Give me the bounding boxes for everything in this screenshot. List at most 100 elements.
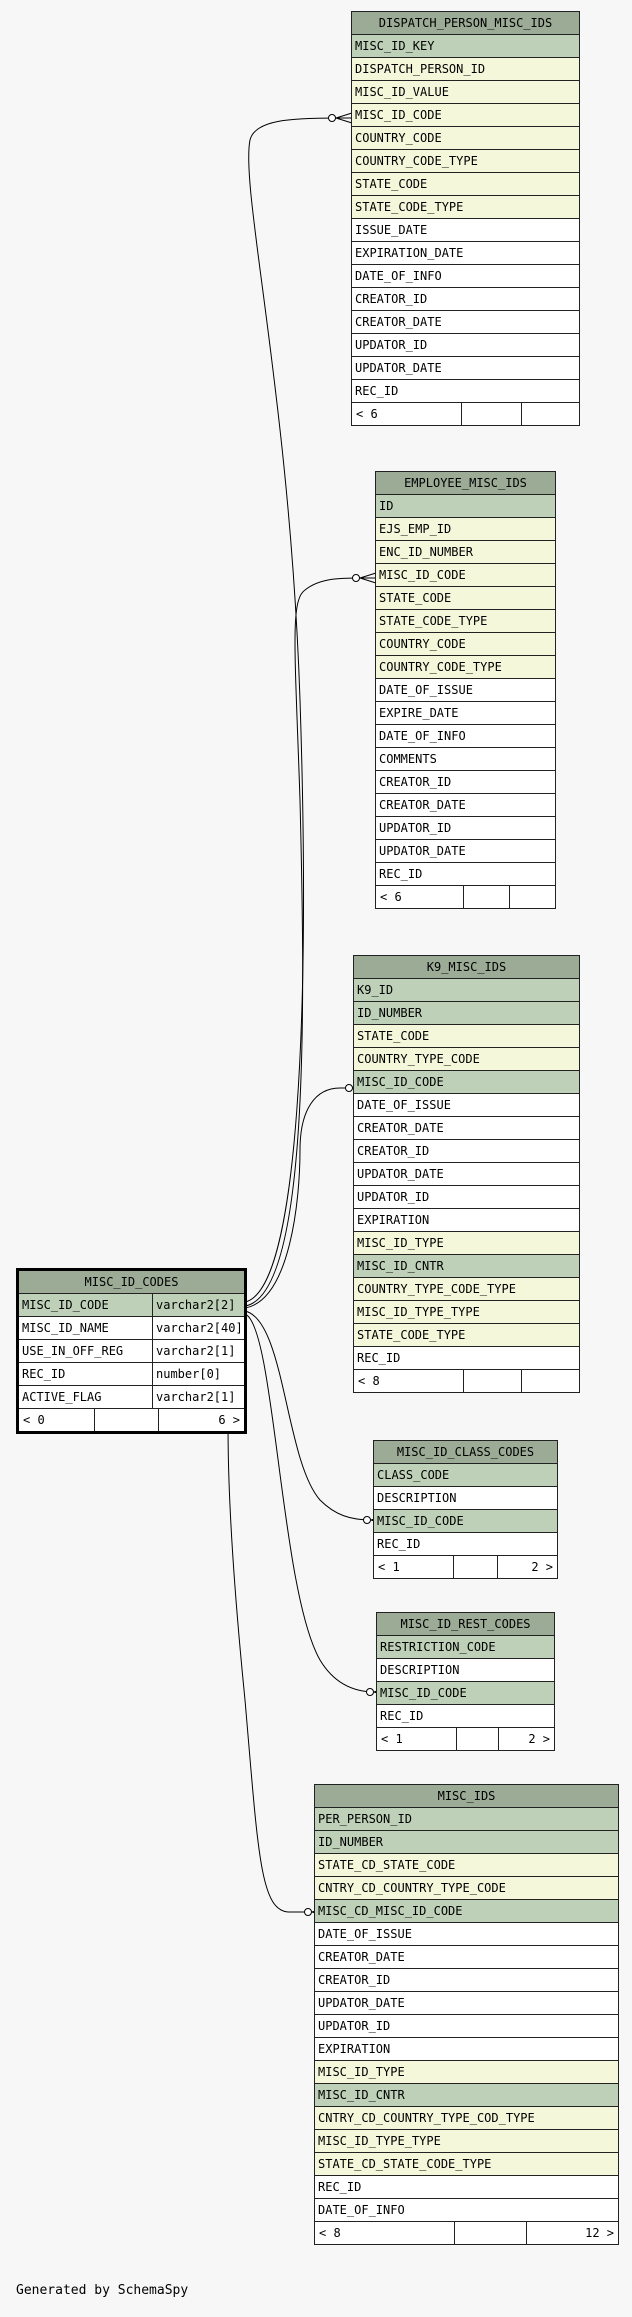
table-title[interactable]: MISC_ID_CODES <box>19 1271 244 1294</box>
column-row[interactable]: MISC_ID_CODE <box>374 1510 557 1533</box>
column-row[interactable]: STATE_CODE <box>354 1025 579 1048</box>
column-row[interactable]: MISC_ID_CODE <box>376 564 555 587</box>
column-row[interactable]: UPDATOR_DATE <box>352 357 579 380</box>
column-row[interactable]: MISC_ID_TYPE_TYPE <box>354 1301 579 1324</box>
column-row[interactable]: EXPIRE_DATE <box>376 702 555 725</box>
column-row[interactable]: DATE_OF_ISSUE <box>354 1094 579 1117</box>
column-row[interactable]: UPDATOR_ID <box>376 817 555 840</box>
column-row[interactable]: DISPATCH_PERSON_ID <box>352 58 579 81</box>
column-row[interactable]: UPDATOR_ID <box>315 2015 618 2038</box>
table-employee-misc-ids[interactable]: EMPLOYEE_MISC_IDS ID EJS_EMP_ID ENC_ID_NUM… <box>375 471 556 909</box>
column-row[interactable]: MISC_ID_CNTR <box>354 1255 579 1278</box>
column-row[interactable]: DATE_OF_INFO <box>352 265 579 288</box>
column-row[interactable]: EJS_EMP_ID <box>376 518 555 541</box>
column-row[interactable]: MISC_ID_TYPE <box>354 1232 579 1255</box>
column-row[interactable]: CNTRY_CD_COUNTRY_TYPE_CODE <box>315 1877 618 1900</box>
column-row[interactable]: CREATOR_DATE <box>352 311 579 334</box>
column-row[interactable]: MISC_ID_TYPE <box>315 2061 618 2084</box>
column-row[interactable]: UPDATOR_DATE <box>315 1992 618 2015</box>
column-row[interactable]: MISC_CD_MISC_ID_CODE <box>315 1900 618 1923</box>
column-name: CREATOR_ID <box>355 292 428 306</box>
column-row[interactable]: MISC_ID_CNTR <box>315 2084 618 2107</box>
table-title[interactable]: EMPLOYEE_MISC_IDS <box>376 472 555 495</box>
column-row[interactable]: UPDATOR_DATE <box>354 1163 579 1186</box>
column-row[interactable]: COUNTRY_CODE <box>352 127 579 150</box>
column-row[interactable]: COUNTRY_CODE_TYPE <box>352 150 579 173</box>
column-row[interactable]: COMMENTS <box>376 748 555 771</box>
column-row[interactable]: DATE_OF_INFO <box>315 2199 618 2222</box>
table-title[interactable]: K9_MISC_IDS <box>354 956 579 979</box>
column-row[interactable]: COUNTRY_CODE <box>376 633 555 656</box>
column-row[interactable]: STATE_CD_STATE_CODE_TYPE <box>315 2153 618 2176</box>
column-row[interactable]: STATE_CODE_TYPE <box>352 196 579 219</box>
column-row[interactable]: ID <box>376 495 555 518</box>
column-row[interactable]: DESCRIPTION <box>374 1487 557 1510</box>
column-row[interactable]: REC_ID <box>354 1347 579 1370</box>
column-row[interactable]: COUNTRY_CODE_TYPE <box>376 656 555 679</box>
table-title[interactable]: MISC_IDS <box>315 1785 618 1808</box>
column-row[interactable]: CREATOR_DATE <box>354 1117 579 1140</box>
column-row[interactable]: DATE_OF_INFO <box>376 725 555 748</box>
column-name: UPDATOR_DATE <box>318 1996 405 2010</box>
column-row[interactable]: CREATOR_ID <box>376 771 555 794</box>
column-row[interactable]: UPDATOR_ID <box>352 334 579 357</box>
column-row[interactable]: STATE_CODE <box>352 173 579 196</box>
column-row[interactable]: PER_PERSON_ID <box>315 1808 618 1831</box>
column-row[interactable]: MISC_ID_TYPE_TYPE <box>315 2130 618 2153</box>
column-row[interactable]: STATE_CODE_TYPE <box>376 610 555 633</box>
column-row[interactable]: REC_ID <box>352 380 579 403</box>
table-title[interactable]: DISPATCH_PERSON_MISC_IDS <box>352 12 579 35</box>
column-row[interactable]: ENC_ID_NUMBER <box>376 541 555 564</box>
column-row[interactable]: CREATOR_ID <box>352 288 579 311</box>
column-row[interactable]: MISC_ID_CODE <box>354 1071 579 1094</box>
column-row[interactable]: REC_ID <box>315 2176 618 2199</box>
column-row[interactable]: UPDATOR_ID <box>354 1186 579 1209</box>
column-row[interactable]: REC_ID <box>376 863 555 886</box>
column-row[interactable]: MISC_ID_CODE <box>377 1682 554 1705</box>
column-row[interactable]: MISC_ID_KEY <box>352 35 579 58</box>
column-row[interactable]: CREATOR_DATE <box>376 794 555 817</box>
column-row[interactable]: CLASS_CODE <box>374 1464 557 1487</box>
table-title[interactable]: MISC_ID_CLASS_CODES <box>374 1441 557 1464</box>
column-row[interactable]: DATE_OF_ISSUE <box>376 679 555 702</box>
column-row[interactable]: EXPIRATION <box>315 2038 618 2061</box>
column-row[interactable]: REC_ID <box>377 1705 554 1728</box>
column-row[interactable]: RESTRICTION_CODE <box>377 1636 554 1659</box>
column-row[interactable]: MISC_ID_CODE <box>352 104 579 127</box>
column-row[interactable]: EXPIRATION <box>354 1209 579 1232</box>
column-row[interactable]: CREATOR_ID <box>315 1969 618 1992</box>
column-name: COUNTRY_CODE_TYPE <box>355 154 478 168</box>
column-row[interactable]: DATE_OF_ISSUE <box>315 1923 618 1946</box>
column-row[interactable]: STATE_CODE_TYPE <box>354 1324 579 1347</box>
column-row[interactable]: STATE_CODE <box>376 587 555 610</box>
column-row[interactable]: ID_NUMBER <box>354 1002 579 1025</box>
column-row[interactable]: ISSUE_DATE <box>352 219 579 242</box>
column-row[interactable]: K9_ID <box>354 979 579 1002</box>
column-row[interactable]: CREATOR_DATE <box>315 1946 618 1969</box>
column-row[interactable]: CNTRY_CD_COUNTRY_TYPE_COD_TYPE <box>315 2107 618 2130</box>
column-row[interactable]: REC_ID <box>374 1533 557 1556</box>
column-row[interactable]: COUNTRY_TYPE_CODE_TYPE <box>354 1278 579 1301</box>
column-row[interactable]: EXPIRATION_DATE <box>352 242 579 265</box>
column-row[interactable]: ID_NUMBER <box>315 1831 618 1854</box>
column-row[interactable]: UPDATOR_DATE <box>376 840 555 863</box>
column-name: EJS_EMP_ID <box>379 522 452 536</box>
column-row[interactable]: MISC_ID_VALUE <box>352 81 579 104</box>
column-name: CNTRY_CD_COUNTRY_TYPE_COD_TYPE <box>318 2111 535 2125</box>
column-row[interactable]: STATE_CD_STATE_CODE <box>315 1854 618 1877</box>
column-row[interactable]: DESCRIPTION <box>377 1659 554 1682</box>
column-row[interactable]: CREATOR_ID <box>354 1140 579 1163</box>
table-title[interactable]: MISC_ID_REST_CODES <box>377 1613 554 1636</box>
column-row[interactable]: COUNTRY_TYPE_CODE <box>354 1048 579 1071</box>
